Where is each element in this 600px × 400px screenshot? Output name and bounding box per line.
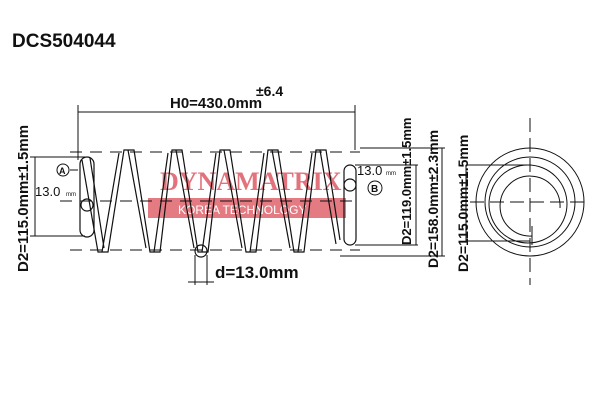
wire-diameter-dimension [188, 255, 214, 285]
free-length-dimension [77, 105, 356, 160]
right-diameter-1-label: D2=119.0mm±1.5mm [399, 118, 414, 245]
watermark-tagline: KOREA TECHNOLOGY [178, 203, 306, 217]
end-b-value: 13.0 [357, 163, 382, 178]
left-diameter-dimension [30, 156, 85, 237]
watermark: DYNAMATRIX KOREA TECHNOLOGY [148, 167, 346, 218]
part-number-title: DCS504044 [12, 31, 116, 52]
free-length-tolerance: ±6.4 [256, 83, 283, 99]
end-view [470, 118, 590, 285]
end-a-label: A [59, 166, 66, 176]
wire-diameter-label: d=13.0mm [215, 263, 299, 282]
left-diameter-label: D2=115.0mm±1.5mm [15, 125, 32, 272]
end-a-unit: mm [66, 192, 76, 198]
end-b-label: B [371, 184, 378, 195]
right-diameter-2-label: D2=158.0mm±2.3mm [425, 130, 441, 268]
end-a-marker [56, 163, 70, 177]
spring-coils [79, 149, 357, 258]
end-b-unit: mm [386, 171, 396, 177]
watermark-band [148, 198, 346, 218]
end-view-diameter-label: D2=115.0mm±1.5mm [455, 135, 471, 272]
end-b-marker [367, 180, 383, 196]
end-a-value: 13.0 [35, 184, 60, 199]
free-length-label: H0=430.0mm [170, 95, 262, 112]
right-diameter-dimensions [340, 147, 530, 257]
